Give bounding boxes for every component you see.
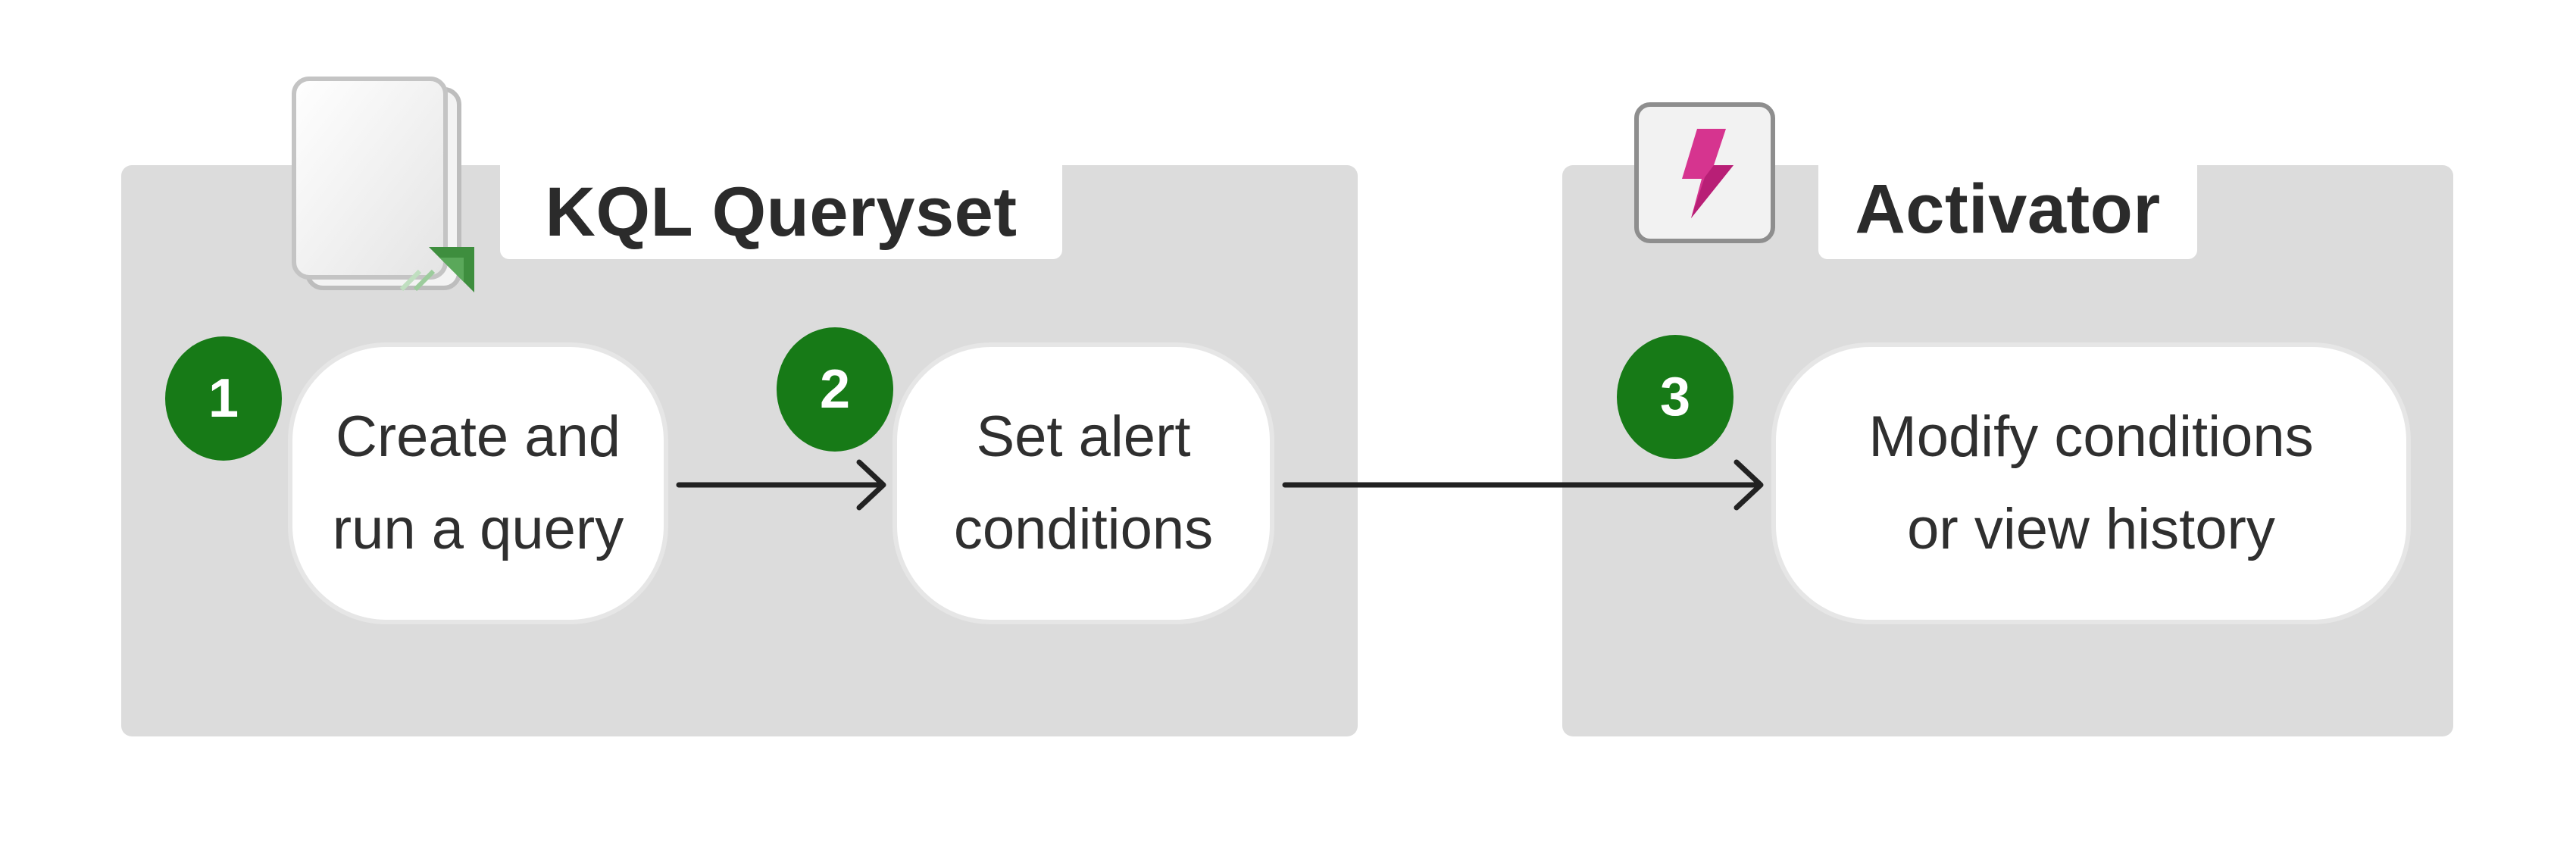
activator-title: Activator: [1818, 159, 2197, 259]
arrow-step2-to-step3: [1282, 459, 1764, 511]
step-2-badge: 2: [777, 327, 893, 452]
kql-queryset-title: KQL Queryset: [500, 165, 1062, 259]
activator-icon: [1634, 102, 1775, 243]
step-1-box: Create and run a query: [288, 342, 668, 624]
queryset-icon: [292, 77, 474, 292]
step-2-box: Set alert conditions: [893, 342, 1274, 624]
arrow-step1-to-step2: [676, 459, 886, 511]
step-3-box: Modify conditions or view history: [1771, 342, 2411, 624]
step-3-badge: 3: [1617, 335, 1733, 459]
step-1-badge: 1: [165, 336, 282, 461]
